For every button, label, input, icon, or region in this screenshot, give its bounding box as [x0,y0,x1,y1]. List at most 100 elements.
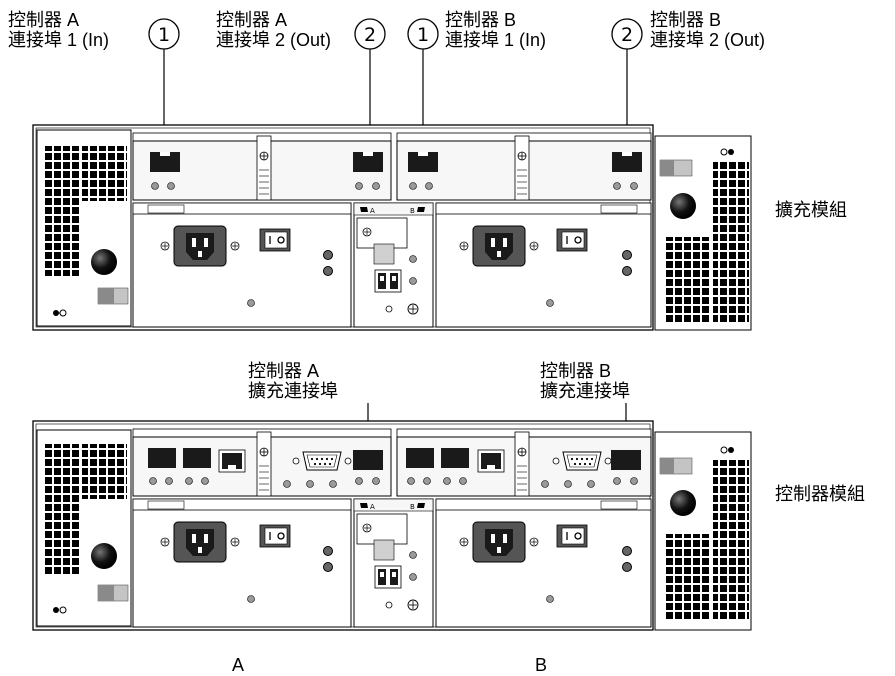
led [423,477,431,485]
led [409,573,417,581]
vent-grille [82,146,127,201]
expansion-port [611,450,641,470]
led [546,299,554,307]
vent-grille [82,444,127,499]
label-line: 連接埠 1 (In) [445,30,547,50]
sas-port-2 [353,152,383,172]
psu-a-tag: A [370,207,375,215]
vent-grille [713,162,749,322]
led [407,477,415,485]
thumbscrew-handle [256,431,272,497]
led [443,477,451,485]
led [355,182,363,190]
label-controller-a-expansion-port: 控制器 A 擴充連接埠 [248,361,338,401]
label-controller-b-port-1: 控制器 B 連接埠 1 (In) [445,10,546,50]
ac-inlet [160,225,240,267]
label-line: 擴充連接埠 [248,381,338,401]
led [622,250,632,260]
psu-a-tag: A [370,503,375,511]
led [564,480,572,488]
sas-port-2 [612,152,642,172]
led [425,182,433,190]
power-switch [556,524,588,548]
label-controller-a-port-2: 控制器 A 連接埠 2 (Out) [216,10,331,50]
label-controller-module: 控制器模組 [775,484,865,504]
led [409,551,417,559]
column-label-a: A [232,655,245,675]
led [630,477,638,485]
right-fan-unit [654,135,752,331]
key-icon [53,309,67,317]
io-module-a [132,132,392,201]
led [323,250,333,260]
ac-inlet [160,521,240,563]
thumbscrew-handle [514,431,530,497]
io-module-b [396,132,652,201]
serial-port [292,451,352,471]
vent-grille [44,444,80,574]
led [409,277,417,285]
led [201,477,209,485]
key-icon [720,148,734,156]
thumbscrew-handle [256,135,272,201]
power-supply-a [132,498,352,628]
callout-number: 1 [158,24,170,46]
serial-port [552,451,612,471]
key-icon [53,606,67,614]
led [372,182,380,190]
midplane-panel: A B [353,498,434,628]
led [185,477,193,485]
raid-controller-a [132,428,392,497]
label-controller-b-port-2: 控制器 B 連接埠 2 (Out) [650,10,765,50]
led [149,477,157,485]
led [329,480,337,488]
led [323,546,333,556]
vent-grille [666,534,711,620]
controller-module-enclosure: A B [32,420,752,631]
led [587,480,595,488]
led [630,182,638,190]
ethernet-port [477,449,505,473]
label-line: 連接埠 2 (Out) [650,30,766,50]
ac-inlet [459,225,539,267]
ac-inlet [459,521,539,563]
led [323,562,333,572]
label-line: 控制器 B [650,10,722,30]
led [167,182,175,190]
host-port-2 [183,448,211,468]
led [372,477,380,485]
host-port-1 [406,448,434,468]
led [165,477,173,485]
led [247,299,255,307]
callout-controller-b-port-2: 2 [611,18,643,164]
label-expansion-module: 擴充模組 [775,200,847,220]
fan-knob [670,490,696,516]
label-line: 擴充連接埠 [540,381,630,401]
label-line: 控制器 A [248,361,320,381]
label-line: 控制器 B [540,361,612,381]
label-line: 控制器 B [445,10,517,30]
led [613,477,621,485]
led [355,477,363,485]
led [546,595,554,603]
led [541,480,549,488]
column-label-b: B [535,655,548,675]
led [151,182,159,190]
sas-port-1 [408,152,438,172]
label-line: 連接埠 1 (In) [8,30,110,50]
psu-b-tag: B [410,503,415,511]
raid-controller-b [396,428,652,497]
host-port-1 [148,448,176,468]
power-supply-b [435,202,652,328]
callout-number: 2 [621,24,633,46]
key-icon [720,446,734,454]
vent-grille [713,460,749,620]
label-controller-a-port-1: 控制器 A 連接埠 1 (In) [8,10,109,50]
callout-number: 1 [417,24,429,46]
callout-number: 2 [364,24,376,46]
fan-knob [91,543,117,569]
led [409,182,417,190]
callout-controller-b-port-1: 1 [407,18,439,164]
fan-knob [670,193,696,219]
